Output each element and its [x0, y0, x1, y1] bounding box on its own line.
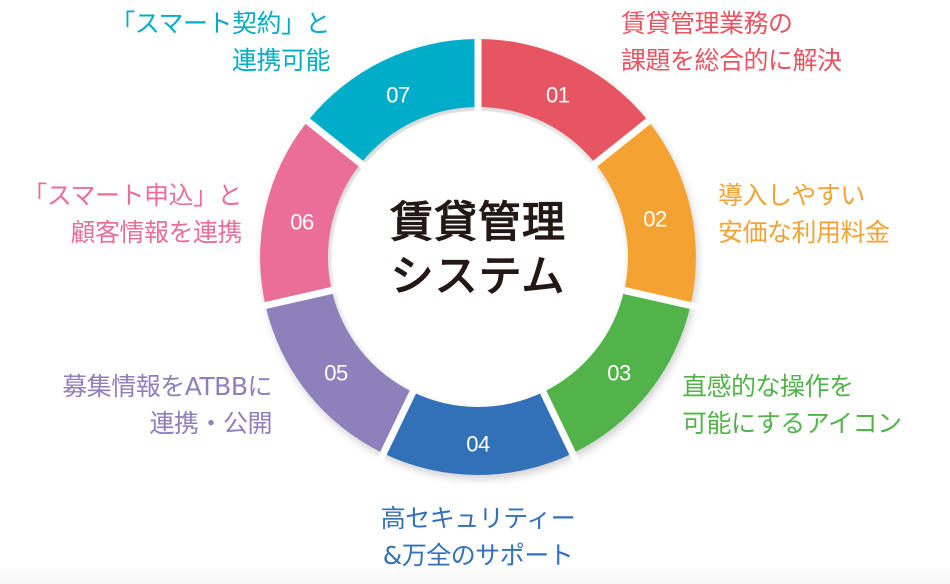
feature-label-02: 導入しやすい 安価な利用料金 — [718, 177, 890, 251]
feature-05-line1: 募集情報をATBBに — [62, 372, 272, 401]
bottom-strip — [0, 568, 950, 584]
segment-number-01: 01 — [546, 83, 570, 108]
feature-07-line1: 「スマート契約」と — [110, 9, 330, 38]
segment-number-07: 07 — [386, 83, 410, 108]
center-disc — [332, 111, 624, 403]
feature-04-line1: 高セキュリティー — [380, 504, 576, 533]
segment-number-03: 03 — [607, 361, 631, 386]
feature-01-line1: 賃貸管理業務の — [621, 9, 793, 38]
feature-02-line2: 安価な利用料金 — [718, 218, 890, 247]
segment-04 — [383, 392, 573, 475]
segment-07 — [307, 39, 478, 164]
center-title-line1: 賃貸管理 — [390, 198, 566, 248]
segment-03 — [543, 290, 691, 454]
segment-01 — [478, 39, 649, 164]
segment-number-02: 02 — [643, 207, 667, 232]
feature-01-line2: 課題を総合的に解決 — [621, 46, 842, 75]
feature-02-line1: 導入しやすい — [718, 181, 865, 210]
segment-05 — [265, 290, 413, 454]
segment-02 — [595, 121, 696, 306]
feature-05-line2: 連携・公開 — [149, 409, 272, 438]
feature-03-line2: 可能にするアイコン — [682, 409, 902, 438]
segment-number-04: 04 — [466, 432, 490, 457]
feature-06-line2: 顧客情報を連携 — [70, 218, 242, 247]
feature-label-01: 賃貸管理業務の 課題を総合的に解決 — [621, 5, 842, 79]
feature-label-03: 直感的な操作を 可能にするアイコン — [682, 368, 902, 442]
feature-label-04: 高セキュリティー &万全のサポート — [318, 500, 638, 574]
segment-number-06: 06 — [290, 210, 314, 235]
segment-number-05: 05 — [324, 361, 348, 386]
segment-gaps — [255, 30, 701, 464]
feature-04-line2: &万全のサポート — [382, 541, 574, 570]
feature-label-06: 「スマート申込」と 顧客情報を連携 — [22, 177, 242, 251]
segment-06 — [260, 121, 361, 306]
feature-label-05: 募集情報をATBBに 連携・公開 — [62, 368, 272, 442]
center-title: 賃貸管理 システム — [378, 196, 578, 304]
feature-06-line1: 「スマート申込」と — [22, 181, 242, 210]
feature-03-line1: 直感的な操作を — [682, 372, 854, 401]
feature-07-line2: 連携可能 — [231, 46, 331, 75]
feature-label-07: 「スマート契約」と 連携可能 — [110, 5, 330, 79]
center-title-line2: システム — [390, 252, 566, 302]
